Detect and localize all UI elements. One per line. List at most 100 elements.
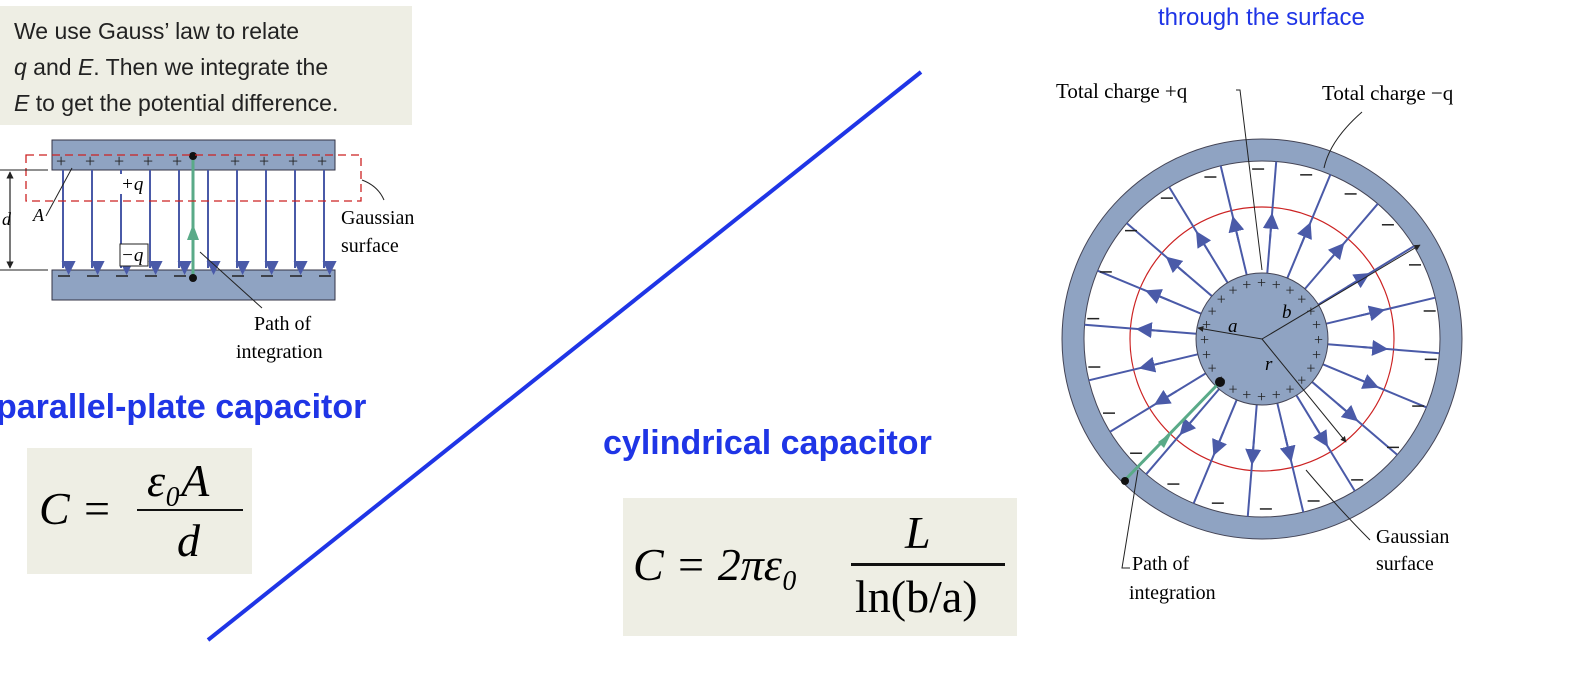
plus-charge: + — [1312, 317, 1321, 334]
plus-charge: + — [1202, 347, 1211, 364]
plus-charges: ++++ +++++ — [56, 151, 327, 171]
formula-lhs: C = 2πε₀ — [633, 539, 798, 590]
label-d: d — [2, 209, 12, 229]
svg-text:+: + — [288, 151, 298, 171]
formula-denominator: d — [177, 515, 200, 566]
plus-charge: + — [1208, 304, 1217, 321]
plus-charge: + — [1208, 361, 1217, 378]
note-symbol-E: E — [14, 90, 30, 116]
note-symbol-E: E — [77, 54, 94, 80]
svg-text:+: + — [259, 151, 269, 171]
field-arrow — [1165, 256, 1187, 275]
field-arrow — [1361, 339, 1389, 356]
field-arrow — [1135, 322, 1163, 339]
plus-charge: + — [1242, 387, 1251, 404]
note-text: . Then we integrate the — [93, 54, 329, 80]
parallel-plate-diagram: ++++ +++++ d A +q −q Gaussian surface — [0, 139, 414, 363]
plus-charge: + — [1306, 304, 1315, 321]
svg-text:+: + — [143, 151, 153, 171]
formula-denominator: ln(b/a) — [855, 571, 978, 622]
plus-charge: + — [1202, 317, 1211, 334]
svg-text:+: + — [230, 151, 240, 171]
label-b: b — [1282, 302, 1292, 323]
plus-charge: + — [1200, 332, 1209, 349]
radial-field-lines — [1084, 161, 1440, 517]
plus-charge: + — [1217, 292, 1226, 309]
total-charge-plus-label: Total charge +q — [1056, 79, 1188, 103]
total-charge-minus-label: Total charge −q — [1322, 81, 1454, 105]
parallel-plate-heading: parallel-plate capacitor — [0, 388, 367, 426]
outer-minus-charges — [1087, 168, 1437, 510]
note-text: to get the potential difference. — [29, 90, 339, 116]
radius-b — [1261, 244, 1421, 340]
gaussian-surface — [25, 154, 362, 202]
fraction-bar — [137, 509, 243, 511]
cylindrical-formula: C = 2πε₀ L ln(b/a) — [623, 498, 1017, 636]
path-end-dot — [1121, 477, 1129, 485]
inner-plus-charges: ++++++++++++++++++++++++ — [1200, 275, 1323, 406]
gaussian-label-2: surface — [341, 235, 399, 257]
plus-charge: + — [1314, 332, 1323, 349]
field-arrow — [1346, 272, 1371, 289]
cylindrical-heading: cylindrical capacitor — [603, 424, 932, 462]
formula-numerator: L — [905, 507, 931, 558]
field-arrow — [1153, 389, 1178, 406]
field-arrow — [1245, 438, 1262, 466]
plus-charge: + — [1242, 277, 1251, 294]
field-arrow — [1138, 356, 1165, 373]
field-arrow — [1262, 212, 1279, 240]
field-arrow — [1212, 430, 1227, 456]
svg-text:+: + — [172, 151, 182, 171]
gaussian-surface-circle — [1129, 206, 1395, 472]
cylindrical-diagram: ++++++++++++++++++++++++ a b r Total cha… — [1056, 79, 1463, 604]
label-a: a — [1228, 316, 1238, 337]
label-A: A — [32, 205, 45, 225]
explanation-note: We use Gauss’ law to relate q and E. The… — [0, 6, 412, 125]
plus-charge: + — [1297, 292, 1306, 309]
integration-path-arrow — [187, 224, 199, 240]
plus-charge: + — [1312, 347, 1321, 364]
label-r: r — [1265, 354, 1273, 375]
field-arrow — [1353, 374, 1379, 389]
radius-a — [1197, 325, 1263, 340]
note-text: and — [26, 54, 78, 80]
field-arrow — [1326, 242, 1345, 264]
path-start-dot — [1215, 377, 1225, 387]
svg-text:+: + — [85, 151, 95, 171]
field-arrow — [1297, 222, 1312, 248]
note-line-2: q and E. Then we integrate the — [14, 54, 328, 81]
plus-charge: + — [1297, 372, 1306, 389]
fraction-bar — [851, 563, 1005, 566]
note-symbol-q: q — [14, 54, 27, 80]
radius-r — [1261, 338, 1347, 443]
plus-charge: + — [1272, 277, 1281, 294]
field-arrow — [1359, 305, 1386, 322]
path-label-1: Path of — [254, 313, 312, 335]
path-end-dot — [189, 274, 197, 282]
path-label-1: Path of — [1132, 553, 1190, 575]
parallel-formula: C = ε₀A d — [27, 448, 252, 574]
note-line-3: E to get the potential difference. — [14, 90, 338, 117]
gaussian-label-1: Gaussian — [1376, 526, 1449, 548]
plus-charge: + — [1306, 361, 1315, 378]
integration-path — [1123, 380, 1222, 482]
field-arrow — [1195, 230, 1212, 255]
gaussian-label-1: Gaussian — [341, 207, 414, 229]
field-arrow — [1145, 289, 1171, 304]
svg-text:+: + — [317, 151, 327, 171]
formula-numerator: ε₀A — [147, 455, 210, 506]
path-label-2: integration — [1129, 582, 1216, 604]
svg-text:+: + — [114, 151, 124, 171]
integration-path-arrow — [1158, 432, 1172, 448]
label-minus-q: −q — [121, 245, 144, 266]
plus-charge: + — [1229, 283, 1238, 300]
plus-charge: + — [1272, 387, 1281, 404]
note-line-1: We use Gauss’ law to relate — [14, 18, 300, 44]
field-arrow — [1179, 414, 1198, 436]
path-start-dot — [189, 152, 197, 160]
label-plus-q: +q — [121, 174, 144, 195]
formula-lhs: C = — [39, 483, 113, 534]
plus-charge: + — [1286, 381, 1295, 398]
field-arrow — [1228, 215, 1245, 242]
